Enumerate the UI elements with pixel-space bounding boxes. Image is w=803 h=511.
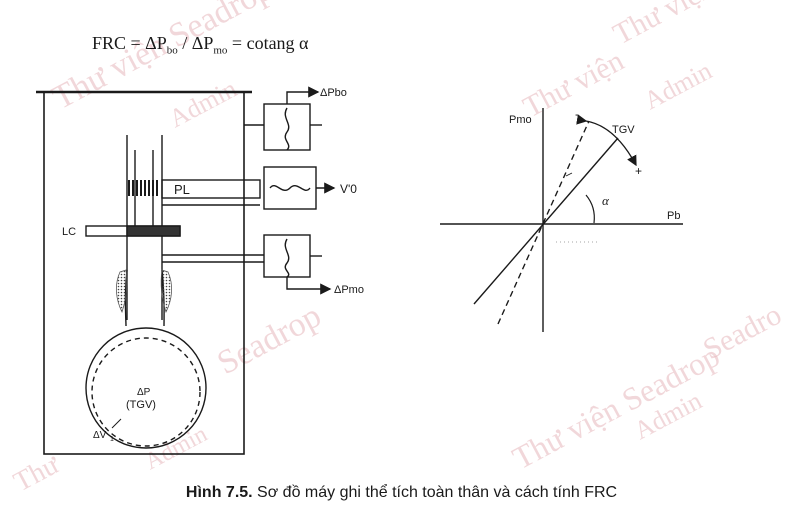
tgv-inner-label: (TGV) — [126, 399, 156, 411]
watermark-text: Admin — [639, 56, 716, 116]
dpmo-label: ΔPmo — [334, 284, 364, 296]
formula-subscript-bo: bo — [166, 44, 178, 57]
lung-volume-change-outline — [91, 337, 201, 447]
plus-label: + — [635, 164, 642, 178]
lc-label: LC — [62, 226, 76, 238]
pmo-axis-label: Pmo — [509, 114, 532, 126]
tgv-graph-label: TGV — [612, 124, 635, 136]
flow-resistance-grid — [128, 180, 158, 196]
formula-subscript-mo: mo — [213, 44, 228, 57]
tgv-line-solid — [473, 137, 619, 305]
watermark-text: Admin — [164, 74, 241, 134]
lung-outline — [85, 327, 207, 449]
frc-formula: FRC = ΔPbo / ΔPmo = cotang α — [92, 33, 308, 57]
watermark-text: Seadrop — [211, 297, 327, 382]
frc-graph — [440, 108, 683, 332]
v0-label: V'0 — [340, 182, 357, 196]
watermark-text: Seadro — [698, 298, 787, 366]
pl-channel — [161, 179, 261, 199]
tgv-rotation-arrow — [576, 114, 637, 167]
body-plethysmograph-diagram — [36, 86, 336, 455]
dv1-subscript: 1 — [110, 436, 114, 443]
shutter-occluder — [126, 225, 181, 237]
alpha-label: α — [602, 193, 610, 208]
angle-arc — [585, 194, 595, 224]
caption-text: Sơ đồ máy ghi thể tích toàn thân và cách… — [252, 484, 618, 501]
dpbo-label: ΔPbo — [320, 87, 347, 99]
airway-tissue-left — [116, 269, 128, 314]
dp-label: ΔP — [137, 387, 151, 398]
figure-caption: Hình 7.5. Sơ đồ máy ghi thể tích toàn th… — [0, 484, 803, 502]
pb-axis-label: Pb — [667, 210, 680, 222]
watermark-text: Thư viện Seadrop — [608, 0, 803, 51]
watermark-layer: Thư viện Seadrop Admin Thư viện Admin Se… — [9, 0, 803, 498]
pl-label: PL — [174, 182, 190, 197]
airway-tissue-right — [160, 269, 172, 314]
formula-mid: / ΔP — [177, 33, 214, 53]
formula-lhs: FRC = ΔP — [92, 33, 167, 53]
dv1-label: ΔV — [93, 430, 107, 441]
caption-prefix: Hình 7.5. — [185, 484, 253, 501]
tgv-line-dashed — [497, 120, 590, 325]
minus-label: - — [575, 107, 579, 121]
formula-rhs: = cotang α — [227, 33, 309, 53]
watermark-text: Thư viện — [518, 44, 630, 124]
